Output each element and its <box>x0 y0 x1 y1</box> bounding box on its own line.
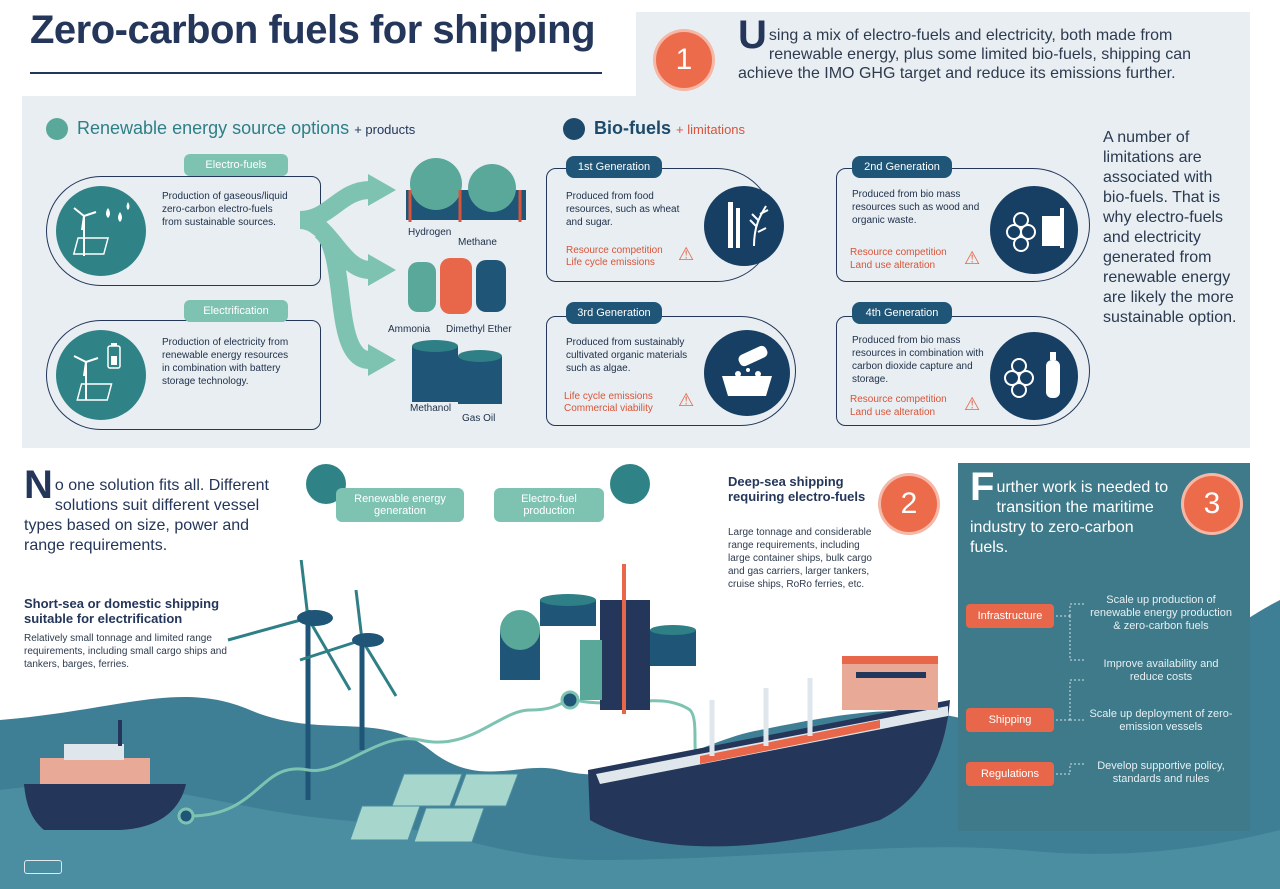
action-scale-production: Scale up production of renewable energy … <box>1090 594 1232 632</box>
gen4-limit-1: Resource competition <box>850 394 947 405</box>
action-scale-deployment: Scale up deployment of zero- emission ve… <box>1089 708 1233 733</box>
renewable-heading-suffix: + products <box>354 122 416 137</box>
wheat-sugarcane-icon <box>704 186 784 266</box>
gen3-text: Produced from sustainably cultivated org… <box>566 337 688 374</box>
wind-solar-icon <box>56 186 146 276</box>
algae-tank-icon <box>704 330 790 416</box>
category-shipping: Shipping <box>966 708 1054 732</box>
wind-battery-icon <box>56 330 146 420</box>
gen2-card <box>836 168 1090 282</box>
gen2-pill: 2nd Generation <box>852 156 952 178</box>
further-connectors <box>1056 603 1086 775</box>
warning-icon: ⚠ <box>964 394 981 414</box>
product-hydrogen: Hydrogen <box>408 227 452 238</box>
action-develop-policy: Develop supportive policy, standards and… <box>1097 760 1225 785</box>
product-dimethyl-ether: Dimethyl Ether <box>446 324 512 335</box>
short-sea-text: Relatively small tonnage and limited ran… <box>24 633 227 670</box>
gen4-limit-2: Land use alteration <box>850 407 936 418</box>
gen3-limit-2: Commercial viability <box>564 403 653 414</box>
intro-body: sing a mix of electro-fuels and electric… <box>738 27 1192 82</box>
gen2-limit-1: Resource competition <box>850 247 947 258</box>
gen2-limit-2: Land use alteration <box>850 260 936 271</box>
page-title: Zero-carbon fuels for shipping <box>30 8 596 52</box>
biofuel-section-dot <box>563 118 585 140</box>
gen1-text: Produced from food resources, such as wh… <box>566 191 680 228</box>
warning-icon: ⚠ <box>964 248 981 268</box>
renewable-heading-text: Renewable energy source options <box>77 118 350 138</box>
gen1-limit-2: Life cycle emissions <box>566 257 655 268</box>
no-one-dropcap: N <box>24 463 53 507</box>
biofuel-heading-suffix: + limitations <box>676 122 746 137</box>
biofuel-heading: Bio-fuels + limitations <box>594 118 745 139</box>
short-sea-heading: Short-sea or domestic shipping suitable … <box>24 596 220 626</box>
gen1-limit-1: Resource competition <box>566 245 663 256</box>
gen3-card <box>546 316 796 426</box>
step-badge-1: 1 <box>656 32 712 88</box>
title-divider <box>30 72 602 74</box>
renewable-section-dot <box>46 118 68 140</box>
deep-sea-heading: Deep-sea shipping requiring electro-fuel… <box>728 474 866 504</box>
electro-fuels-pill: Electro-fuels <box>184 154 288 176</box>
wood-logs-icon <box>990 186 1078 274</box>
further-body: urther work is needed to transition the … <box>970 479 1169 556</box>
electro-fuels-text: Production of gaseous/liquid zero-carbon… <box>162 191 288 228</box>
electrification-card <box>46 320 321 430</box>
creative-commons-logo <box>24 860 62 874</box>
gen2-text: Produced from bio mass resources such as… <box>852 189 980 226</box>
intro-panel <box>636 12 1250 107</box>
electro-fuel-production-icon <box>610 464 650 504</box>
biofuel-heading-text: Bio-fuels <box>594 118 672 138</box>
no-one-body: o one solution fits all. Different solut… <box>24 477 269 554</box>
category-infrastructure: Infrastructure <box>966 604 1054 628</box>
warning-icon: ⚠ <box>678 390 695 410</box>
product-methane: Methane <box>458 237 497 248</box>
product-gas-oil: Gas Oil <box>462 413 496 424</box>
further-dropcap: F <box>970 465 995 509</box>
intro-dropcap: U <box>738 13 767 57</box>
action-improve-availability: Improve availability and reduce costs <box>1103 658 1219 683</box>
category-regulations: Regulations <box>966 762 1054 786</box>
biofuel-side-note: A number of limitations are associated w… <box>1103 129 1237 326</box>
renewable-heading: Renewable energy source options + produc… <box>77 118 415 139</box>
electrification-pill: Electrification <box>184 300 288 322</box>
renewable-generation-pill: Renewable energy generation <box>336 488 464 522</box>
gen4-card <box>836 316 1090 426</box>
gen3-pill: 3rd Generation <box>566 302 662 324</box>
electro-fuel-production-pill: Electro-fuel production <box>494 488 604 522</box>
wood-co2-tank-icon <box>990 332 1078 420</box>
deep-sea-text: Large tonnage and considerable range req… <box>728 527 872 590</box>
warning-icon: ⚠ <box>678 244 695 264</box>
product-ammonia: Ammonia <box>388 324 431 335</box>
sea-illustration <box>0 560 1280 889</box>
electrification-text: Production of electricity from renewable… <box>162 337 289 387</box>
gen4-text: Produced from bio mass resources in comb… <box>852 335 984 385</box>
gen4-pill: 4th Generation <box>852 302 952 324</box>
product-arrows <box>300 174 396 376</box>
product-methanol: Methanol <box>410 403 452 414</box>
fuel-tanks-illustration <box>406 158 526 404</box>
gen1-pill: 1st Generation <box>566 156 662 178</box>
gen3-limit-1: Life cycle emissions <box>564 391 653 402</box>
step-badge-3: 3 <box>1184 476 1240 532</box>
step-badge-2: 2 <box>881 476 937 532</box>
